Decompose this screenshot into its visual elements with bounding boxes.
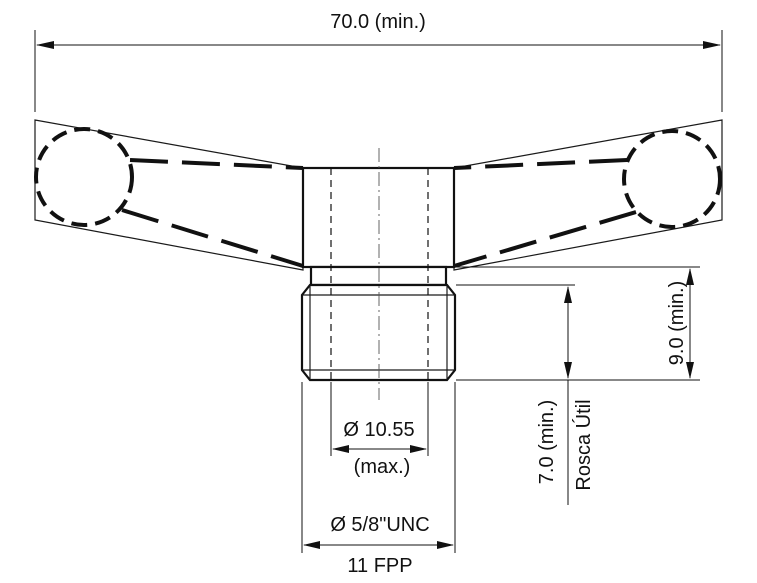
thread-pitch-label: 11 FPP — [347, 555, 412, 577]
shoulder-height-label: 9.0 (min.) — [666, 281, 688, 365]
thread-diameter-dimension: Ø 5/8"UNC 11 FPP — [301, 382, 456, 577]
right-wing-outline — [453, 119, 723, 271]
left-wing-outline — [34, 119, 304, 271]
knob-body — [34, 119, 723, 400]
overall-width-label: 70.0 (min.) — [330, 11, 426, 33]
right-ball — [622, 129, 722, 229]
thread-length-note: Rosca Útil — [572, 399, 595, 490]
bore-diameter-dimension: Ø 10.55 (max.) — [330, 382, 429, 478]
left-arm-lower — [121, 208, 304, 268]
left-arm-upper — [129, 158, 304, 170]
right-arm-lower — [453, 210, 637, 268]
thread-length-label: 7.0 (min.) — [536, 400, 558, 484]
threaded-stem — [300, 283, 457, 382]
hub — [301, 166, 456, 269]
bore-note-label: (max.) — [354, 456, 411, 478]
shoulder-height-dimension: 9.0 (min.) — [456, 266, 700, 381]
right-arm-upper — [453, 158, 628, 170]
thread-diameter-label: Ø 5/8"UNC — [330, 514, 429, 536]
overall-width-dimension: 70.0 (min.) — [34, 11, 723, 112]
bore-diameter-label: Ø 10.55 — [343, 419, 414, 441]
left-ball — [34, 127, 134, 227]
thread-length-dimension: 7.0 (min.) Rosca Útil — [456, 284, 595, 505]
